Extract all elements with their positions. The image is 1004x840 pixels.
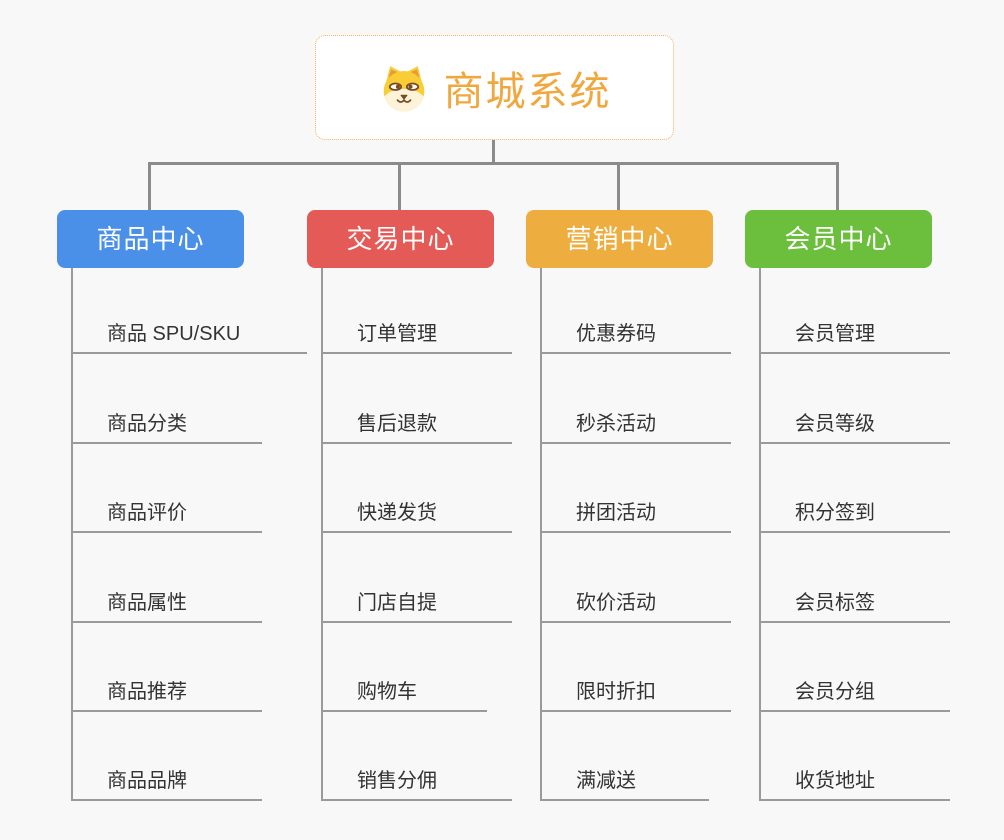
leaf-node-member-level[interactable]: 会员等级 [760, 408, 950, 444]
leaf-node-shipping-address[interactable]: 收货地址 [760, 765, 950, 801]
connector-drop-trade [398, 162, 401, 210]
leaf-node-bargain-activity[interactable]: 砍价活动 [541, 587, 731, 623]
branch-member-center: 会员中心 会员管理 会员等级 积分签到 会员标签 会员分组 收货地址 [745, 210, 985, 810]
root-title: 商城系统 [443, 69, 612, 114]
leaf-node-store-pickup[interactable]: 门店自提 [322, 587, 512, 623]
connector-drop-member [836, 162, 839, 210]
branch-node-marketing-center[interactable]: 营销中心 [526, 210, 713, 268]
branch-node-member-center[interactable]: 会员中心 [745, 210, 932, 268]
leaf-node-member-tag[interactable]: 会员标签 [760, 587, 950, 623]
leaf-node-product-review[interactable]: 商品评价 [72, 497, 262, 533]
leaf-node-limited-time-discount[interactable]: 限时折扣 [541, 676, 731, 712]
branch-trade-center: 交易中心 订单管理 售后退款 快递发货 门店自提 购物车 销售分佣 [307, 210, 547, 810]
leaf-node-product-attribute[interactable]: 商品属性 [72, 587, 262, 623]
branch-product-center: 商品中心 商品 SPU/SKU 商品分类 商品评价 商品属性 商品推荐 商品品牌 [57, 210, 307, 810]
leaf-node-member-management[interactable]: 会员管理 [760, 318, 950, 354]
leaf-node-product-spu-sku[interactable]: 商品 SPU/SKU [72, 318, 307, 354]
leaf-node-coupon-code[interactable]: 优惠券码 [541, 318, 731, 354]
connector-horizontal-bus [148, 162, 839, 165]
root-node[interactable]: 商城系统 [315, 35, 674, 140]
leaf-node-product-category[interactable]: 商品分类 [72, 408, 262, 444]
leaf-node-product-brand[interactable]: 商品品牌 [72, 765, 262, 801]
branch-node-trade-center[interactable]: 交易中心 [307, 210, 494, 268]
leaf-node-flash-sale[interactable]: 秒杀活动 [541, 408, 731, 444]
leaf-node-shopping-cart[interactable]: 购物车 [322, 676, 487, 712]
leaf-node-group-buy[interactable]: 拼团活动 [541, 497, 731, 533]
leaf-node-order-management[interactable]: 订单管理 [322, 318, 512, 354]
leaf-node-full-reduction[interactable]: 满减送 [541, 765, 709, 801]
branch-trunk-line [321, 268, 323, 801]
branch-node-product-center[interactable]: 商品中心 [57, 210, 244, 268]
connector-root-vertical [492, 140, 495, 164]
branch-marketing-center: 营销中心 优惠券码 秒杀活动 拼团活动 砍价活动 限时折扣 满减送 [526, 210, 766, 810]
connector-drop-marketing [617, 162, 620, 210]
leaf-node-product-recommend[interactable]: 商品推荐 [72, 676, 262, 712]
leaf-node-member-group[interactable]: 会员分组 [760, 676, 950, 712]
leaf-node-express-shipping[interactable]: 快递发货 [322, 497, 512, 533]
connector-drop-product [148, 162, 151, 210]
leaf-node-points-checkin[interactable]: 积分签到 [760, 497, 950, 533]
branch-trunk-line [540, 268, 542, 801]
leaf-node-aftersale-refund[interactable]: 售后退款 [322, 408, 512, 444]
shiba-dog-icon [378, 62, 430, 114]
branch-trunk-line [759, 268, 761, 801]
leaf-node-sales-commission[interactable]: 销售分佣 [322, 765, 512, 801]
branch-trunk-line [71, 268, 73, 801]
